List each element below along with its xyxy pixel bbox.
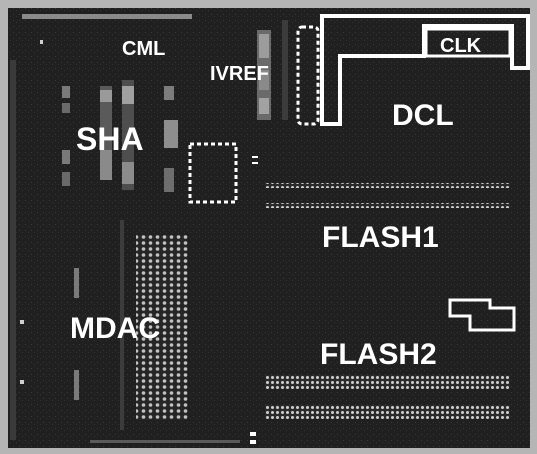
- sha-small-marks: [252, 156, 258, 158]
- label-ivref: IVREF: [210, 63, 269, 85]
- sha-small-marks-2: [252, 162, 258, 164]
- flash1-row-top: [265, 183, 510, 188]
- label-mdac: MDAC: [70, 312, 160, 345]
- flash2-array-bottom: [265, 405, 510, 419]
- flash2-array-top: [265, 375, 510, 389]
- label-sha: SHA: [76, 121, 144, 157]
- label-flash2: FLASH2: [320, 338, 437, 371]
- flash1-row-bottom: [265, 203, 510, 208]
- bottom-pad-1: [250, 432, 256, 436]
- top-bus: [22, 14, 192, 19]
- bottom-pad-2: [250, 440, 256, 444]
- label-flash1: FLASH1: [322, 221, 439, 254]
- label-cml: CML: [122, 38, 165, 60]
- left-pad-ring: [10, 60, 16, 440]
- bottom-trace: [90, 440, 240, 443]
- label-dcl: DCL: [392, 99, 454, 132]
- label-clk: CLK: [440, 35, 482, 57]
